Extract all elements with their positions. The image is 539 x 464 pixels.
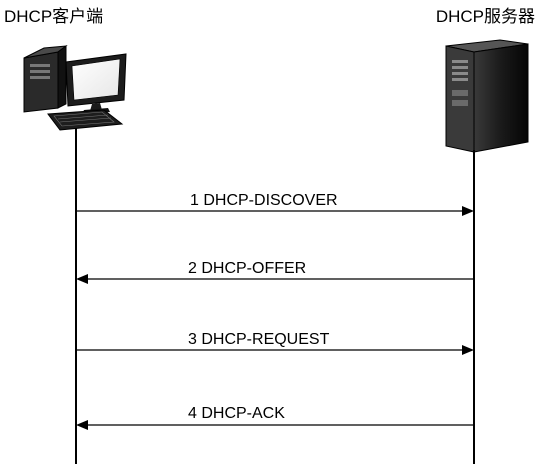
client-label: DHCP客户端 xyxy=(4,7,104,26)
server-label: DHCP服务器 xyxy=(435,7,535,26)
message-2-arrowhead xyxy=(76,274,88,284)
message-4-arrowhead xyxy=(76,420,88,430)
message-3-label: 3 DHCP-REQUEST xyxy=(188,331,330,348)
message-4-label: 4 DHCP-ACK xyxy=(188,405,285,422)
message-3-arrowhead xyxy=(462,345,474,355)
desktop-computer-icon xyxy=(23,45,127,131)
message-1-label: 1 DHCP-DISCOVER xyxy=(190,192,338,209)
message-2-label: 2 DHCP-OFFER xyxy=(188,260,306,277)
message-1-arrowhead xyxy=(462,206,474,216)
tower-server-icon xyxy=(445,39,529,153)
